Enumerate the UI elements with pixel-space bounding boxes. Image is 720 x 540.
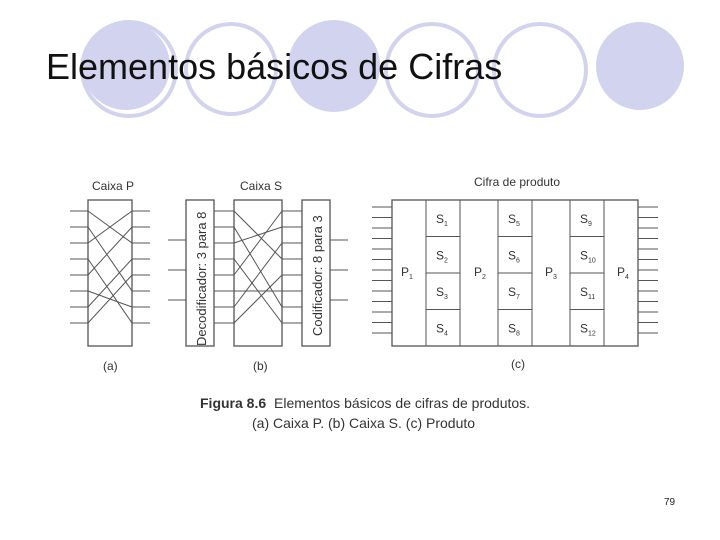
product-sbox-label: S12 [580,322,596,338]
box-s-wire [233,242,283,308]
decorative-circle-5 [384,22,480,118]
product-p-stage-label: P2 [474,265,486,281]
box-p-wire [87,258,133,308]
box-s-wire [233,226,283,244]
box-p-wire [87,274,133,324]
encoder-box [301,199,331,347]
box-s-wire [233,226,283,308]
product-frame [391,199,639,347]
product-io-lines [372,206,658,334]
product-sbox-label: S10 [580,249,596,265]
box-p-frame [87,199,133,347]
box-s-sublabel: (b) [253,359,268,373]
product-sbox-label: S8 [508,322,520,338]
box-p-wire [87,226,133,276]
box-p-output-lines [132,210,150,324]
box-p-wire [87,210,133,244]
box-s-label: Caixa S [240,179,282,193]
box-s-permutation-wires [233,210,283,324]
box-p-label: Caixa P [92,179,134,193]
product-sbox-label: S9 [580,212,592,228]
figure-caption-text: Elementos básicos de cifras de produtos. [274,395,530,411]
decorative-circle-2 [82,22,170,110]
box-p-sublabel: (a) [103,359,118,373]
product-p-stage-label: P1 [401,265,413,281]
product-sbox-label: S11 [580,285,595,301]
decorative-circle-3 [184,22,278,116]
figure-caption-line2: (a) Caixa P. (b) Caixa S. (c) Produto [252,415,475,431]
product-sbox-label: S2 [436,249,448,265]
product-p-stage-label: P4 [617,265,629,281]
box-s-wire [233,274,283,324]
product-sublabel: (c) [511,357,525,371]
box-p-permutation-wires [87,210,133,324]
box-s-io-lines [168,210,348,324]
decoder-box [185,199,215,347]
encoder-label: Codificador: 8 para 3 [310,215,325,336]
figure-caption-line1: Figura 8.6 Elementos básicos de cifras d… [200,395,530,411]
product-sbox-label: S7 [508,285,520,301]
slide-title: Elementos básicos de Cifras [46,46,503,87]
decorative-circle-6 [492,22,588,118]
product-sbox-grid [425,200,605,346]
product-sbox-label: S4 [436,322,448,338]
decoder-label: Decodificador: 3 para 8 [194,212,209,346]
box-p-input-lines [70,210,88,324]
product-label: Cifra de produto [474,175,560,189]
product-p-stage-label: P3 [545,265,557,281]
box-p-wire [87,258,133,324]
box-p-wire [87,226,133,292]
product-sbox-label: S1 [436,212,448,228]
slide-number: 79 [664,497,676,508]
figure-caption-fig-label: Figura 8.6 [200,395,266,411]
product-sbox-label: S6 [508,249,520,265]
decorative-circle-4 [288,20,380,112]
decorative-circle-7 [596,22,684,110]
product-sbox-label: S3 [436,285,448,301]
box-s-frame [233,199,283,347]
box-s-wire [233,210,283,276]
product-sbox-label: S5 [508,212,520,228]
